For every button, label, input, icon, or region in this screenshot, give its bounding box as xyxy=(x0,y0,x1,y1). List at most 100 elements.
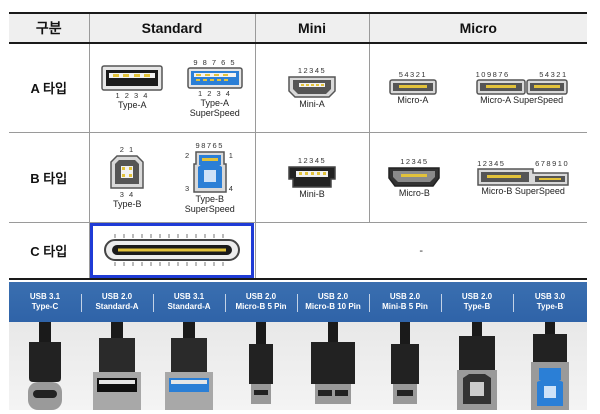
mini-b-pin-numbers: 12345 xyxy=(297,155,327,165)
cell-mini-b: 12345 Mini-B xyxy=(254,131,370,223)
type-a-superspeed-connector-icon xyxy=(187,67,243,89)
strip-item-usb31-standard-a: USB 3.1 Standard-A xyxy=(153,282,225,410)
strip-label: USB 2.0 Micro-B 5 Pin xyxy=(235,282,286,322)
row-label-c: C 타입 xyxy=(9,221,90,280)
strip-separator xyxy=(81,294,82,312)
strip-label-line2: Standard-A xyxy=(95,302,139,311)
header-category: 구분 xyxy=(9,12,90,44)
table-header-row: 구분 Standard Mini Micro xyxy=(9,12,587,44)
cell-micro-a: 54321 Micro-A 109876 54321 xyxy=(368,42,587,133)
micro-a-ss-label: Micro-A SuperSpeed xyxy=(480,95,564,106)
strip-separator xyxy=(513,294,514,312)
type-b-ss-pin-3: 3 xyxy=(185,183,191,193)
micro-a-label: Micro-A xyxy=(397,95,429,106)
type-a-ss-label-line1: Type-A xyxy=(200,97,229,108)
row-label-b: B 타입 xyxy=(9,131,90,223)
strip-label-line2: Type-C xyxy=(31,302,59,311)
c-type-not-applicable: - xyxy=(419,245,424,257)
strip-label-line2: Micro-B 10 Pin xyxy=(305,302,361,311)
mini-a-label: Mini-A xyxy=(299,99,325,110)
micro-a-superspeed-connector-icon xyxy=(475,79,568,95)
header-standard: Standard xyxy=(88,12,256,44)
strip-separator xyxy=(441,294,442,312)
strip-label-line1: USB 2.0 xyxy=(317,292,349,301)
strip-item-usb30-type-b: USB 3.0 Type-B xyxy=(513,282,587,410)
row-label-a: A 타입 xyxy=(9,42,90,133)
usb-type-c-plug-icon xyxy=(28,322,62,410)
type-b-pin-numbers-top: 2 1 xyxy=(119,145,135,154)
mini-b-connector-icon xyxy=(288,165,336,188)
strip-label: USB 3.0 Type-B xyxy=(535,282,565,322)
micro-b-superspeed-connector-icon xyxy=(477,167,569,186)
figure-type-a-superspeed: 9 8 7 6 5 xyxy=(187,58,243,118)
strip-label-line1: USB 2.0 xyxy=(389,292,421,301)
strip-label-line1: USB 2.0 xyxy=(461,292,493,301)
strip-label: USB 3.1 Standard-A xyxy=(167,282,210,322)
type-a-ss-pin-numbers-bottom: 1 2 3 4 xyxy=(198,88,232,98)
micro-b-pin-numbers: 12345 xyxy=(400,156,429,166)
strip-label-line1: USB 3.1 xyxy=(173,292,205,301)
type-b-ss-label-line2: SuperSpeed xyxy=(184,203,235,214)
type-a-label: Type-A xyxy=(117,100,147,111)
usb-connector-table: 구분 Standard Mini Micro A 타입 xyxy=(9,12,587,280)
cell-standard-c xyxy=(88,221,256,280)
figure-micro-b: 12345 Micro-B xyxy=(387,157,441,198)
strip-label-line1: USB 3.1 xyxy=(29,292,61,301)
mini-a-pin-numbers: 12345 xyxy=(297,66,327,76)
strip-item-usb31-type-c: USB 3.1 Type-C xyxy=(9,282,81,410)
mini-b-label: Mini-B xyxy=(299,188,325,199)
usb31-standard-a-plug-icon xyxy=(165,322,213,410)
mini-a-connector-icon xyxy=(288,76,336,98)
strip-label-line1: USB 2.0 xyxy=(101,292,133,301)
micro-b-connector-icon xyxy=(388,166,441,187)
strip-label-line2: Micro-B 5 Pin xyxy=(235,302,287,311)
type-b-ss-pin-1: 1 xyxy=(228,150,235,160)
strip-item-usb20-micro-b-5pin: USB 2.0 Micro-B 5 Pin xyxy=(225,282,297,410)
strip-separator xyxy=(225,294,226,312)
figure-micro-b-superspeed: 12345 678910 Micro-B SuperSpeed xyxy=(477,159,569,196)
strip-separator xyxy=(153,294,154,312)
figure-type-b: 2 1 3 4 Type-B xyxy=(109,145,145,209)
micro-b-ss-pin-numbers-left: 12345 xyxy=(477,158,506,168)
strip-label-line2: Standard-A xyxy=(167,302,211,311)
micro-a-ss-pin-numbers-right: 54321 xyxy=(539,70,568,80)
type-b-label: Type-B xyxy=(112,199,142,209)
cell-standard-b: 2 1 3 4 Type-B xyxy=(88,131,256,223)
header-micro: Micro xyxy=(368,12,587,44)
figure-micro-a: 54321 Micro-A xyxy=(389,70,437,105)
type-c-highlight-box xyxy=(90,222,254,278)
type-a-ss-label-line2: SuperSpeed xyxy=(189,107,240,118)
usb30-type-b-plug-icon xyxy=(531,322,569,410)
strip-label-line2: Type-B xyxy=(463,302,491,311)
strip-item-usb20-mini-b-5pin: USB 2.0 Mini-B 5 Pin xyxy=(369,282,441,410)
micro-b-ss-label: Micro-B SuperSpeed xyxy=(481,185,565,196)
cell-micro-b: 12345 Micro-B 12345 678910 xyxy=(368,131,587,223)
table-row-b-type: B 타입 2 1 3 4 xyxy=(9,131,587,223)
strip-item-usb20-type-b: USB 2.0 Type-B xyxy=(441,282,513,410)
strip-item-usb20-micro-b-10pin: USB 2.0 Micro-B 10 Pin xyxy=(297,282,369,410)
strip-label: USB 2.0 Micro-B 10 Pin xyxy=(305,282,361,322)
cell-mini-a: 12345 Mini-A xyxy=(254,42,370,133)
table-row-a-type: A 타입 1 2 3 4 Type- xyxy=(9,42,587,133)
figure-mini-a: 12345 Mini-A xyxy=(287,66,337,109)
figure-type-b-superspeed: 98765 2 3 xyxy=(185,141,235,214)
type-a-pin-numbers: 1 2 3 4 xyxy=(115,91,149,101)
type-b-ss-pin-4: 4 xyxy=(228,183,235,193)
type-b-ss-pin-numbers-top: 98765 xyxy=(195,140,224,150)
strip-label-line2: Mini-B 5 Pin xyxy=(382,302,428,311)
usb-connector-photo-strip: USB 3.1 Type-C USB 2.0 Standard-A USB 3.… xyxy=(9,282,587,410)
strip-label: USB 2.0 Type-B xyxy=(462,282,492,322)
strip-separator xyxy=(297,294,298,312)
micro-b-ss-pin-numbers-right: 678910 xyxy=(535,158,570,168)
usb-mini-b-5pin-plug-icon xyxy=(391,322,419,404)
micro-a-connector-icon xyxy=(389,79,437,95)
usb-standard-a-plug-icon xyxy=(93,322,141,410)
strip-label: USB 2.0 Standard-A xyxy=(95,282,138,322)
type-b-superspeed-connector-icon xyxy=(192,150,227,193)
usb-type-b-plug-icon xyxy=(457,322,497,410)
strip-label-line1: USB 2.0 xyxy=(245,292,277,301)
strip-label-line2: Type-B xyxy=(536,302,564,311)
strip-separator xyxy=(369,294,370,312)
type-b-pin-numbers-bottom: 3 4 xyxy=(119,190,135,199)
micro-a-pin-numbers: 54321 xyxy=(398,70,428,80)
